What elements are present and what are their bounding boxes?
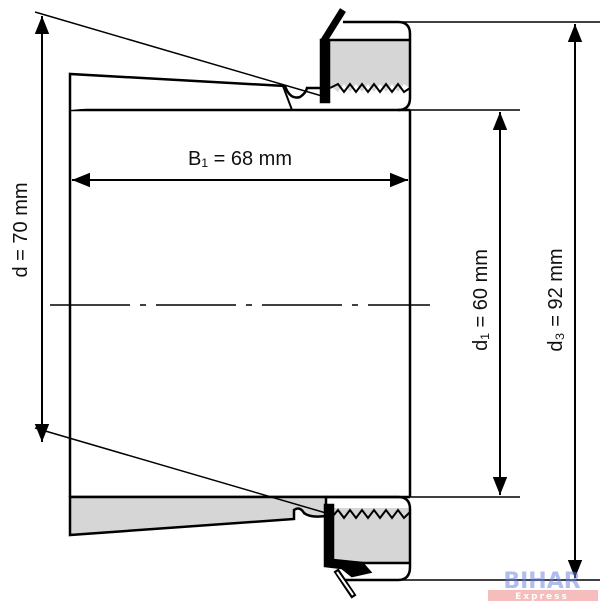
label-b1: B₁ = 68 mm (188, 148, 292, 170)
svg-text:BIHAR: BIHAR (503, 569, 580, 594)
lock-washer-bottom (323, 503, 373, 599)
sleeve (68, 72, 412, 537)
lock-nut-top (329, 20, 412, 112)
label-d1: d₁ = 60 mm (470, 249, 492, 351)
lock-washer-top (319, 8, 346, 104)
svg-text:Express: Express (515, 592, 569, 602)
label-d: d = 70 mm (10, 182, 32, 277)
watermark-logo: BIHAR Express (488, 569, 598, 602)
extension-lines (34, 11, 600, 581)
label-d3: d₃ = 92 mm (545, 248, 567, 351)
